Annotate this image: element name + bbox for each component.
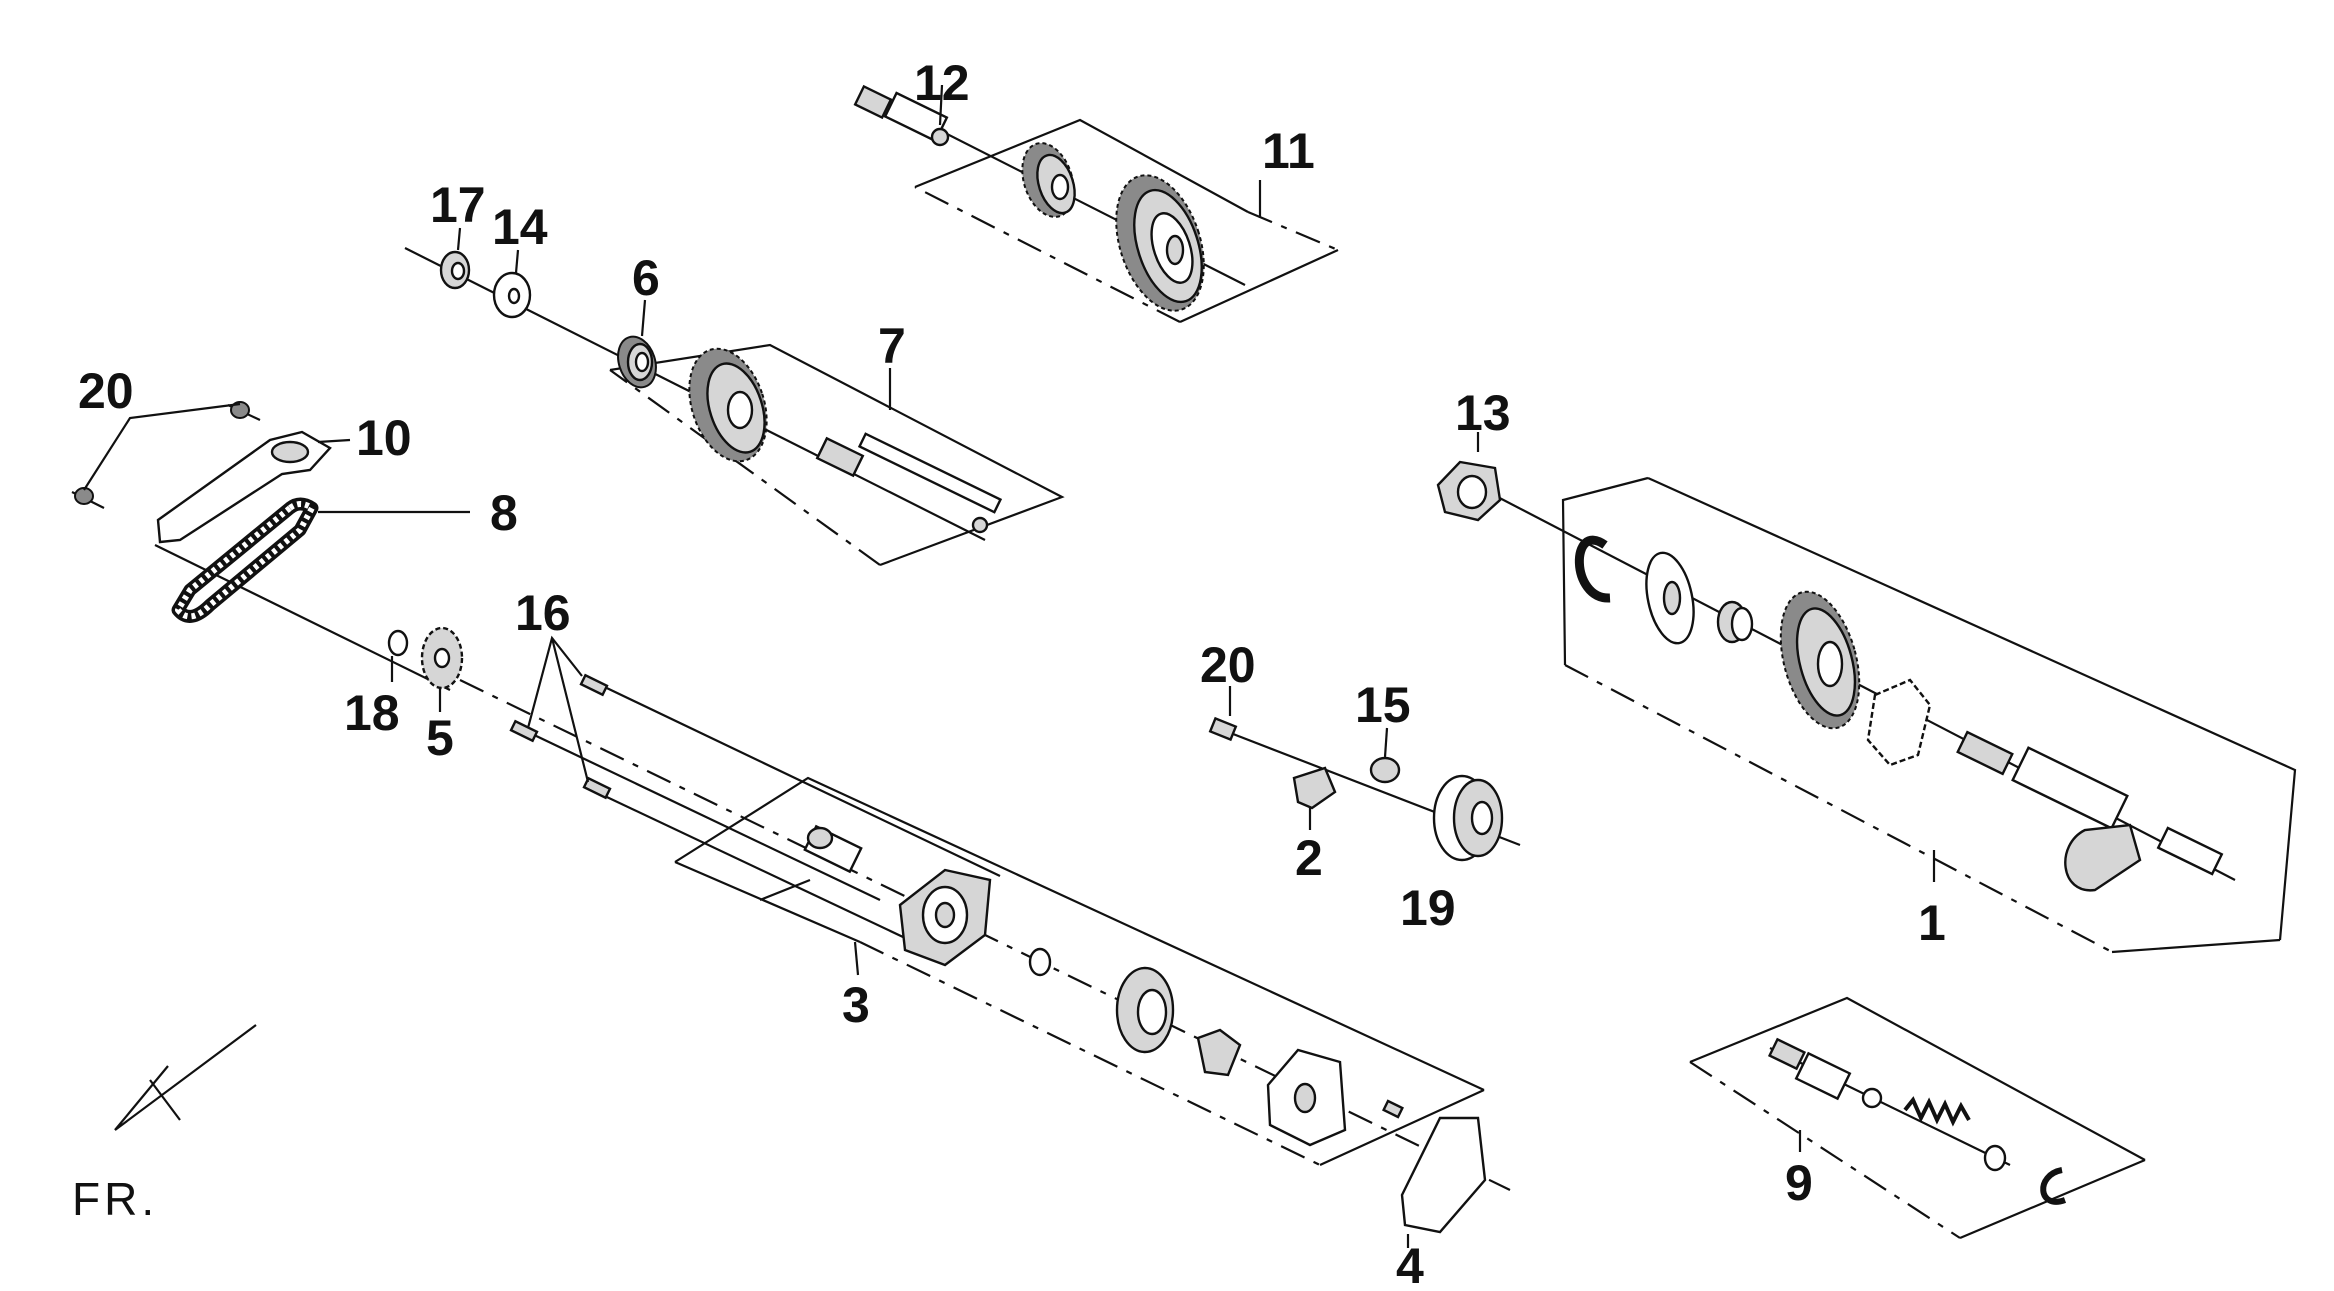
part-4-gasket <box>1400 1116 1487 1248</box>
label-part-3: 3 <box>842 977 870 1033</box>
part-1-circlip <box>1574 535 1611 603</box>
axis-line-16a <box>589 679 1001 877</box>
part-19-bearing <box>1432 774 1504 862</box>
axis-line-16c <box>591 789 921 946</box>
label-part-8: 8 <box>490 485 518 541</box>
part-1-oneway-clutch <box>1866 678 1932 767</box>
leader-20a <box>83 402 241 491</box>
label-part-15: 15 <box>1355 677 1411 733</box>
part-1-bushing <box>1716 600 1754 644</box>
label-part-11: 11 <box>1262 123 1315 179</box>
part-2-plate <box>1292 766 1337 830</box>
part-8-chain <box>171 497 470 623</box>
part-1-washer <box>1645 551 1695 645</box>
label-part-6: 6 <box>632 250 660 306</box>
label-part-18: 18 <box>344 685 400 741</box>
part-17-nut <box>439 227 471 290</box>
label-part-9: 9 <box>1785 1155 1813 1211</box>
group-3-frame <box>674 776 1485 1167</box>
part-3-oring <box>1028 947 1052 977</box>
label-part-17: 17 <box>430 177 486 233</box>
label-part-4: 4 <box>1396 1238 1424 1291</box>
part-20-bolt-left <box>71 487 105 509</box>
part-9-plug <box>1767 1037 1852 1101</box>
label-part-12: 12 <box>914 55 970 111</box>
part-20-bolt-mid <box>1208 686 1238 742</box>
part-3-outer-rotor <box>1115 966 1175 1054</box>
label-part-14: 14 <box>492 199 548 255</box>
group-9-frame <box>1689 996 2146 1240</box>
part-3-pin <box>759 824 863 902</box>
part-7-shaft <box>815 432 1003 534</box>
label-part-10: 10 <box>356 410 412 466</box>
part-10-bracket <box>156 430 351 544</box>
label-part-13: 13 <box>1455 385 1511 441</box>
part-11-small-gear <box>1021 142 1076 218</box>
group-11-frame <box>914 118 1339 324</box>
part-9-washer <box>1983 1144 2007 1172</box>
label-part-7: 7 <box>878 318 906 374</box>
part-15-bolt <box>1369 727 1401 784</box>
front-direction-arrow-icon <box>114 1024 257 1131</box>
part-18-washer <box>387 629 409 682</box>
label-part-5: 5 <box>426 710 454 766</box>
label-part-1: 1 <box>1918 895 1946 951</box>
part-1-gear <box>1779 590 1861 730</box>
part-3-inner-rotor <box>1196 1028 1242 1077</box>
axis-line-16b <box>529 732 881 901</box>
part-7-gear <box>688 347 768 463</box>
label-part-19: 19 <box>1400 880 1456 936</box>
part-14-washer <box>492 249 532 319</box>
label-part-20-upper: 20 <box>78 363 134 419</box>
group-7-frame <box>609 343 1065 567</box>
front-direction-text: FR. <box>72 1173 158 1225</box>
part-11-large-gear <box>1115 174 1205 312</box>
part-3-cover <box>1266 1048 1347 1147</box>
part-6-bearing <box>617 299 657 389</box>
part-9-ball <box>1861 1087 1883 1109</box>
part-9-spring <box>1903 1096 1971 1127</box>
part-1-crankshaft <box>1956 730 2224 892</box>
part-5-sprocket <box>420 626 464 712</box>
part-16-screws <box>509 635 612 800</box>
label-part-16: 16 <box>515 585 571 641</box>
part-3-screw <box>1382 1099 1404 1119</box>
part-13-nut <box>1436 432 1502 522</box>
part-9-clip <box>2040 1167 2067 1205</box>
part-3-pump-body <box>898 868 992 967</box>
label-part-2: 2 <box>1295 830 1323 886</box>
axis-line-8 <box>154 544 451 691</box>
group-1-frame <box>1561 476 2297 954</box>
label-part-20-lower: 20 <box>1200 637 1256 693</box>
part-20-bolt-top <box>227 401 261 421</box>
